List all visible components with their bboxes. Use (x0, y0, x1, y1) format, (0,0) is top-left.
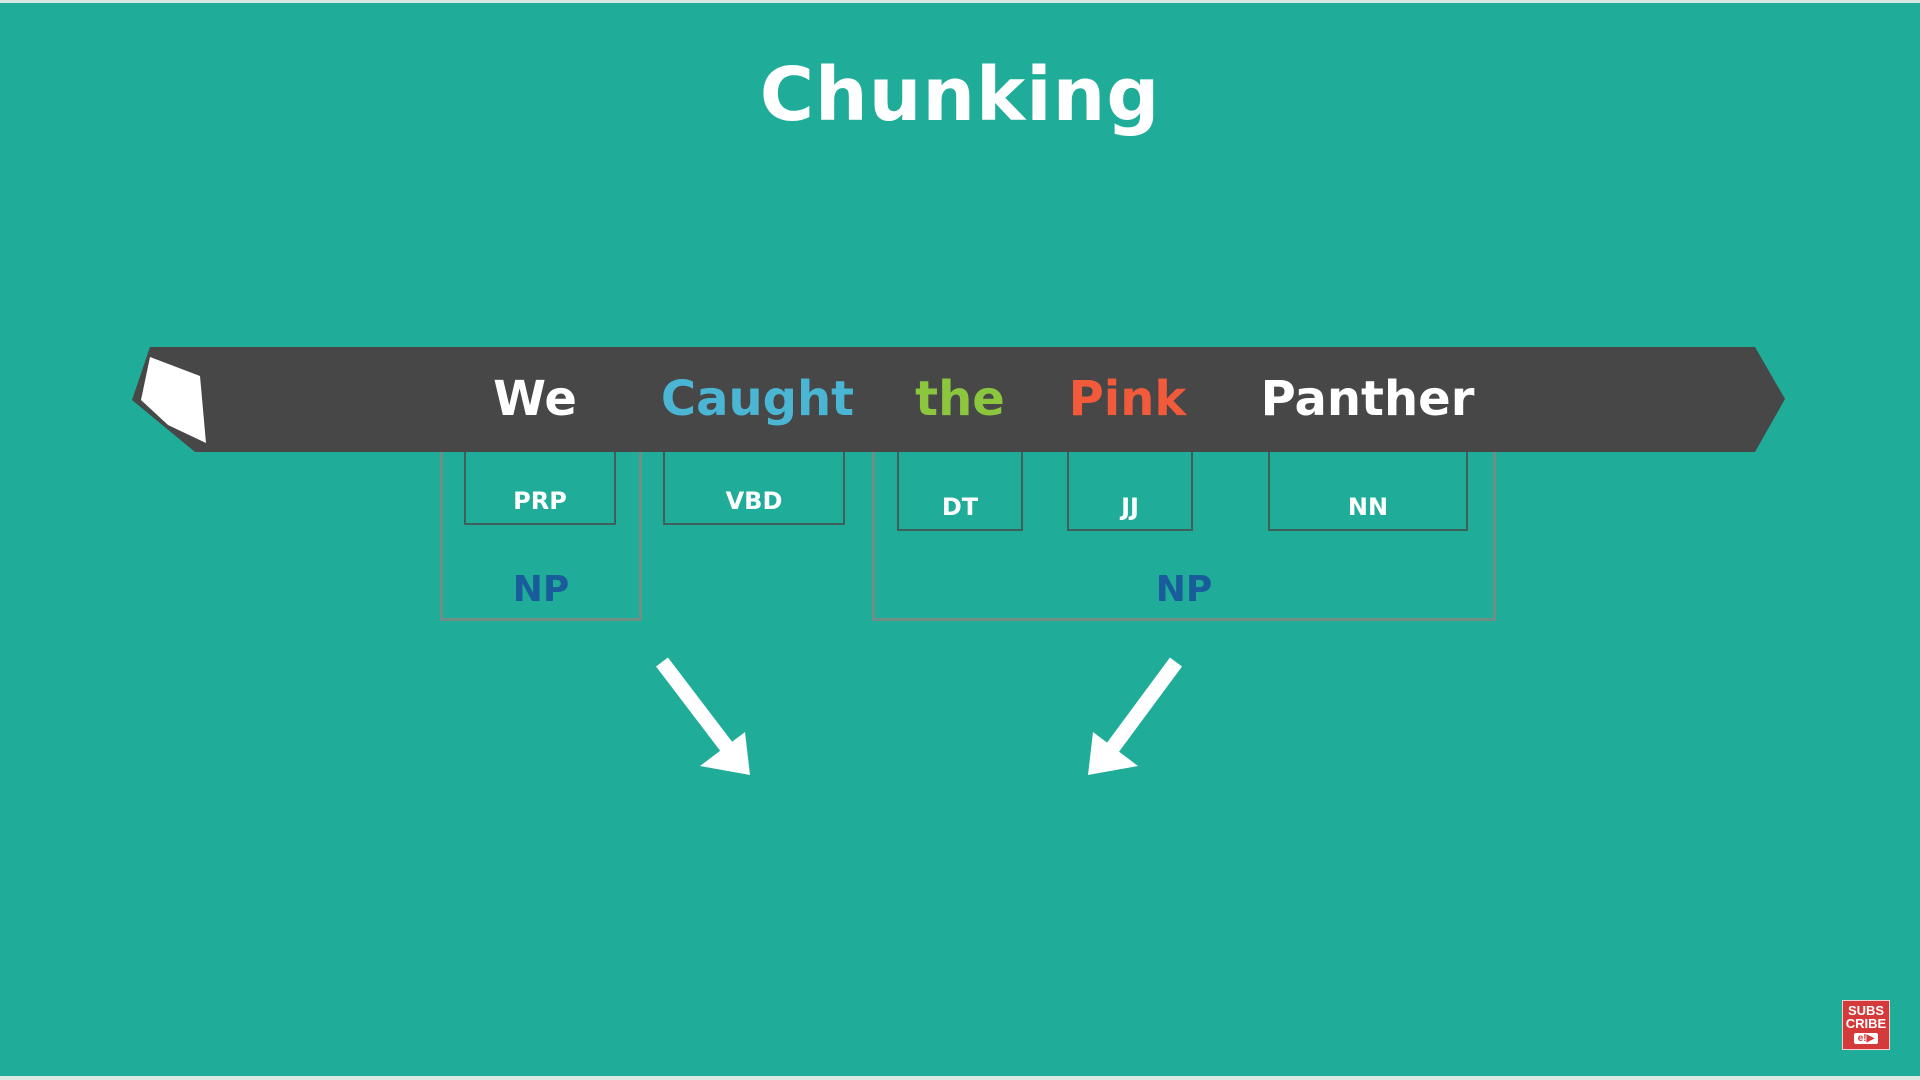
subscribe-line-2: CRIBE (1845, 1016, 1887, 1031)
pos-tag-vbd: VBD (663, 452, 845, 525)
pos-tag-prp: PRP (464, 452, 616, 525)
word-caught: Caught (660, 371, 855, 427)
pos-tag-nn: NN (1268, 452, 1468, 531)
pos-tag-dt-label: DT (941, 493, 979, 521)
top-border (0, 0, 1920, 3)
subscribe-badge[interactable]: SUBS CRIBE e!▶ (1842, 1000, 1890, 1050)
word-panther: Panther (1260, 371, 1475, 427)
down-left-arrow-icon (1088, 657, 1183, 775)
np-label-1: NP (512, 569, 570, 610)
pos-tag-dt: DT (897, 452, 1023, 531)
pos-tag-prp-label: PRP (513, 487, 567, 515)
down-right-arrow-icon (656, 657, 750, 775)
np-label-2: NP (1155, 569, 1213, 610)
subscribe-line-1: SUBS (1847, 1003, 1885, 1018)
pos-tag-jj: JJ (1067, 452, 1193, 531)
word-pink: Pink (1068, 371, 1187, 427)
np-chunk-box-1: NP (440, 452, 642, 621)
pos-tag-vbd-label: VBD (725, 487, 783, 515)
banner-shape (132, 347, 1785, 452)
word-we: We (493, 371, 577, 427)
bottom-border (0, 1076, 1920, 1080)
subscribe-play-icon: e!▶ (1853, 1033, 1879, 1044)
banner-tail-icon (141, 357, 206, 443)
np-chunk-box-2: NP (872, 452, 1496, 621)
word-the: the (915, 371, 1005, 427)
slide-title: Chunking (759, 52, 1161, 138)
pos-tag-nn-label: NN (1347, 493, 1389, 521)
pos-tag-jj-label: JJ (1121, 493, 1139, 521)
